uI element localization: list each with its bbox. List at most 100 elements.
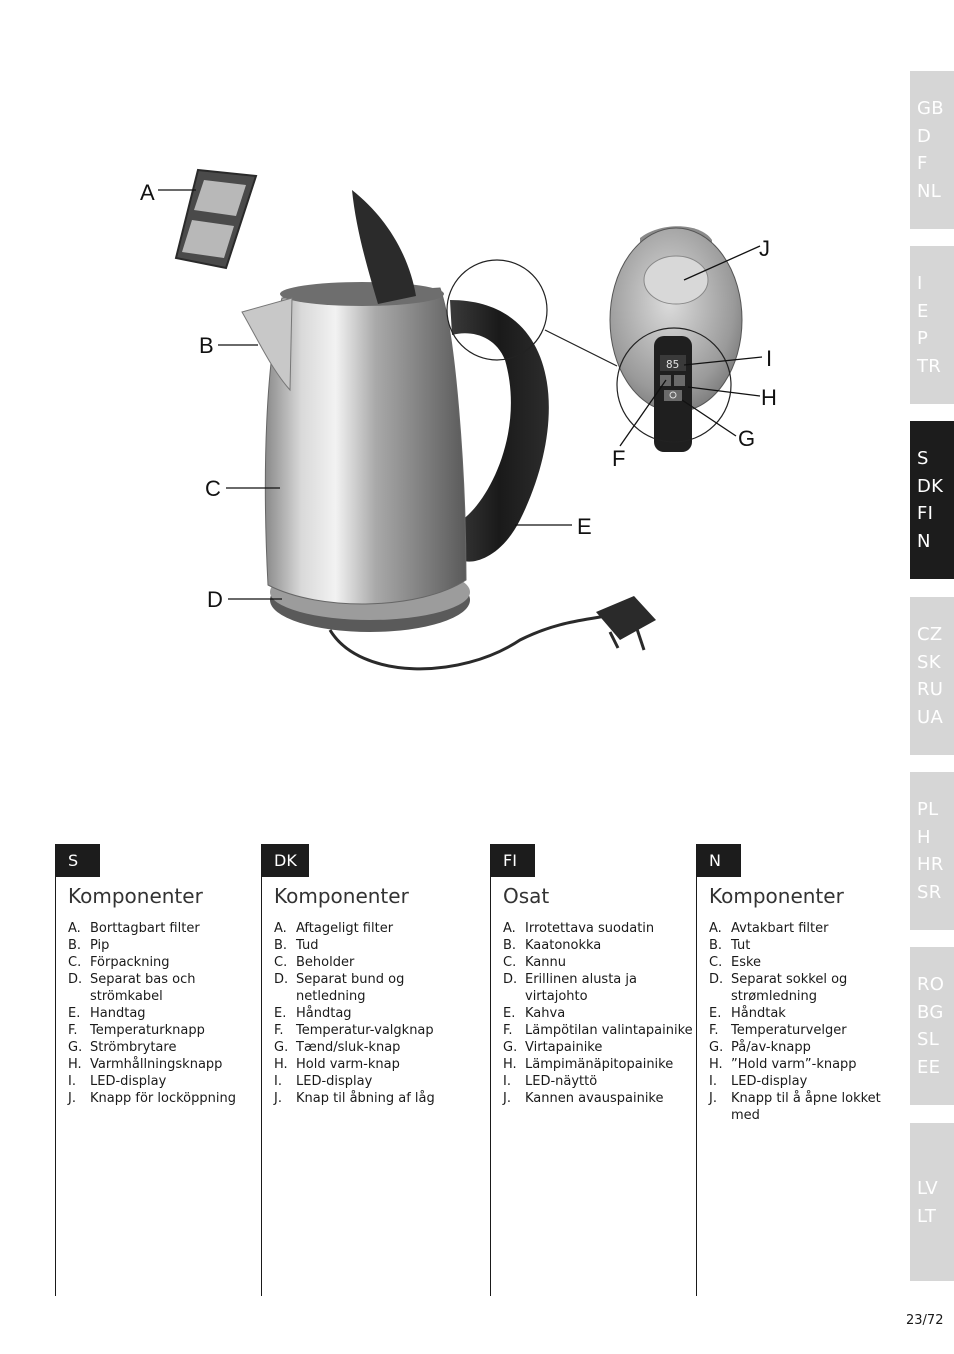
language-code: RU (917, 679, 944, 700)
item-letter: H. (503, 1057, 517, 1072)
item-letter: B. (503, 938, 517, 953)
item-text: Förpackning (90, 955, 170, 970)
language-tab-group-6[interactable]: RO BG SL EE (910, 947, 954, 1105)
language-tab-group-2[interactable]: I E P TR (910, 246, 954, 404)
language-code: LV (917, 1178, 938, 1199)
language-tab-group-4[interactable]: CZ SK RU UA (910, 597, 954, 755)
item-letter: I. (274, 1074, 282, 1089)
item-letter: B. (709, 938, 723, 953)
item-text: Temperatur-valgknap (296, 1023, 434, 1038)
list-item: I.LED-display (709, 1073, 881, 1090)
item-letter: C. (709, 955, 723, 970)
item-text: ”Hold varm”-knapp (731, 1057, 857, 1072)
list-item: D.Separat bas och strömkabel (68, 971, 236, 1005)
language-tag: FI (491, 844, 535, 877)
language-code: NL (917, 180, 942, 202)
item-letter: F. (503, 1023, 513, 1038)
item-letter: H. (68, 1057, 82, 1072)
list-item: G. Strömbrytare (68, 1039, 236, 1056)
item-text: LED-näyttö (525, 1074, 598, 1089)
column-danish: DK Komponenter A.Aftageligt filter B.Tud… (261, 844, 490, 1296)
item-letter: G. (68, 1040, 83, 1055)
language-code: SK (917, 651, 941, 673)
item-text: På/av-knapp (731, 1040, 811, 1055)
kettle-diagram: 85 (158, 168, 763, 671)
callout-b: B (199, 333, 214, 358)
callout-h: H (761, 385, 777, 410)
item-letter: G. (274, 1040, 289, 1055)
language-code: E (917, 300, 929, 322)
item-text: Erillinen alusta ja virtajohto (525, 972, 637, 1004)
item-text: Strömbrytare (90, 1040, 177, 1055)
callout-e: E (577, 514, 592, 539)
list-item: C.Eske (709, 954, 881, 971)
kettle-spout (241, 297, 293, 392)
item-letter: D. (709, 972, 724, 987)
item-text: Pip (90, 938, 110, 953)
page-number: 23/72 (906, 1313, 944, 1328)
kettle-top-view: 85 (609, 226, 743, 452)
item-letter: F. (709, 1023, 719, 1038)
list-item: D.Separat sokkel og strømledning (709, 971, 881, 1005)
power-plug (596, 596, 656, 651)
component-list: A.Irrotettava suodatin B.Kaatonokka C.Ka… (503, 920, 693, 1107)
language-code: UA (917, 706, 944, 728)
item-letter: C. (68, 955, 82, 970)
language-code: RO (917, 974, 945, 995)
item-text: Tud (296, 938, 319, 953)
list-item: A.Aftageligt filter (274, 920, 435, 937)
zoom-circle-detail (616, 327, 732, 443)
callout-g: G (738, 426, 756, 451)
list-item: G.Tænd/sluk-knap (274, 1039, 435, 1056)
item-letter: J. (274, 1091, 282, 1106)
language-tag: DK (262, 844, 309, 877)
language-code: I (917, 273, 923, 294)
item-letter: C. (503, 955, 517, 970)
power-cord (328, 613, 611, 671)
language-code: CZ (917, 624, 943, 645)
column-title: Osat (503, 884, 550, 908)
item-text: Aftageligt filter (296, 921, 394, 936)
item-text: Knap til åbning af låg (296, 1091, 435, 1106)
item-text: LED-display (296, 1074, 373, 1089)
language-tab-group-5[interactable]: PL H HR SR (910, 772, 954, 930)
column-finnish: FI Osat A.Irrotettava suodatin B.Kaatono… (490, 844, 696, 1296)
item-text: LED-display (731, 1074, 808, 1089)
list-item: A.Avtakbart filter (709, 920, 881, 937)
item-text: Borttagbart filter (90, 921, 200, 936)
language-code: SL (917, 1029, 940, 1050)
item-text: Håndtag (296, 1006, 352, 1021)
list-item: H.Hold varm-knap (274, 1056, 435, 1073)
item-text: Tut (731, 938, 751, 953)
item-letter: H. (709, 1057, 723, 1072)
list-item: I.LED-display (68, 1073, 236, 1090)
list-item: I.LED-näyttö (503, 1073, 693, 1090)
list-item: E.Handtag (68, 1005, 236, 1022)
list-item: E.Kahva (503, 1005, 693, 1022)
item-letter: B. (274, 938, 288, 953)
item-letter: C. (274, 955, 288, 970)
language-tag: S (56, 844, 100, 877)
list-item: A.Irrotettava suodatin (503, 920, 693, 937)
language-tab-group-7[interactable]: LV LT (910, 1123, 954, 1281)
language-tab-group-1[interactable]: GB D F NL (910, 71, 954, 229)
item-text: Separat bund og netledning (296, 972, 405, 1004)
item-letter: F. (274, 1023, 284, 1038)
item-letter: F. (68, 1023, 78, 1038)
item-letter: G. (503, 1040, 518, 1055)
component-list: A.Borttagbart filter B.Pip C.Förpackning… (68, 920, 236, 1107)
item-text: Lämpimänäpitopainike (525, 1057, 674, 1072)
item-text: Avtakbart filter (731, 921, 829, 936)
language-code: S (917, 448, 929, 469)
language-code: TR (917, 355, 942, 377)
language-tab-group-3-active[interactable]: S DK FI N (910, 421, 954, 579)
callout-c: C (205, 476, 221, 501)
item-letter: G. (709, 1040, 724, 1055)
column-norwegian: N Komponenter A.Avtakbart filter B.Tut C… (696, 844, 897, 1296)
list-item: A.Borttagbart filter (68, 920, 236, 937)
component-list: A.Avtakbart filter B. Tut C.Eske D.Separa… (709, 920, 881, 1124)
language-code: F (917, 153, 928, 174)
item-text: Varmhållningsknapp (90, 1057, 223, 1072)
callout-d: D (207, 587, 223, 612)
item-text: Beholder (296, 955, 355, 970)
